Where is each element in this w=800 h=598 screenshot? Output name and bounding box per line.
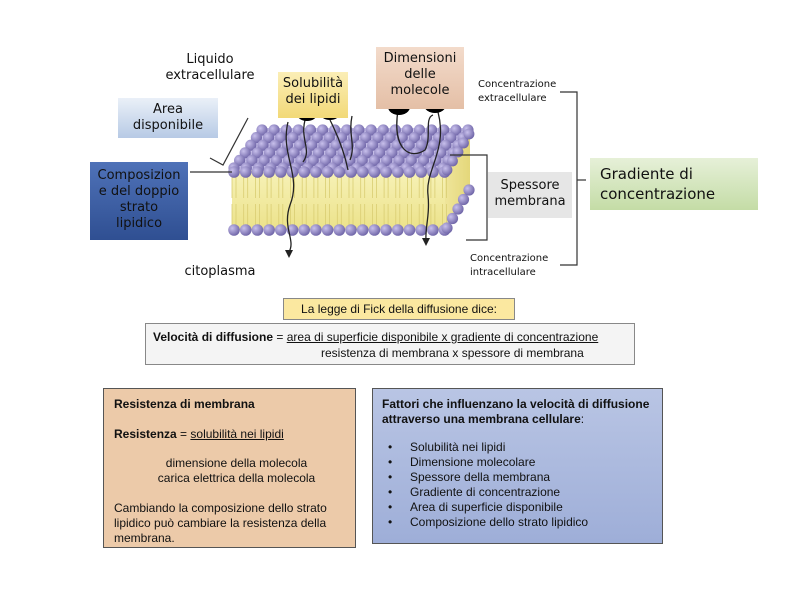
lipid-head <box>452 203 464 215</box>
resistance-term: Resistenza <box>114 427 177 441</box>
factor-item: Composizione dello strato lipidico <box>382 515 653 530</box>
molecule-path-6 <box>425 111 442 241</box>
available-area-label: Area disponibile <box>118 98 218 138</box>
lipid-head <box>228 166 240 178</box>
molecule-path-3 <box>329 119 349 171</box>
bilayer-front-face <box>232 170 445 230</box>
lipid-head <box>333 224 346 236</box>
lipid-head <box>321 166 334 178</box>
fick-equation: Velocità di diffusione = area di superfi… <box>145 323 635 365</box>
lipid-head <box>263 166 275 178</box>
lipid-head <box>275 224 287 236</box>
lipid-head <box>356 224 369 236</box>
arrowhead-1 <box>285 250 293 258</box>
factor-item: Spessore della membrana <box>382 470 653 485</box>
factors-box: Fattori che influenzano la velocità di d… <box>372 388 663 544</box>
lipid-head <box>463 184 475 196</box>
molecule-path-2 <box>302 119 308 163</box>
lipid-head <box>458 137 469 149</box>
lipid-head <box>275 166 287 178</box>
fick-equals: = <box>273 330 287 344</box>
lipid-head <box>356 166 369 178</box>
lipid-head <box>403 166 416 178</box>
factors-title: Fattori che influenzano la velocità di d… <box>382 397 650 426</box>
lipid-head <box>310 166 322 178</box>
thickness-bracket <box>450 154 488 241</box>
lipid-head <box>447 155 458 167</box>
factors-title-suffix: : <box>580 412 585 426</box>
fick-numerator: area di superficie disponibile x gradien… <box>286 330 599 344</box>
concentration-gradient-label: Gradiente di concentrazione <box>590 158 758 210</box>
fick-heading: La legge di Fick della diffusione dice: <box>283 298 515 320</box>
factors-list: Solubilità nei lipidi Dimensione molecol… <box>382 440 653 530</box>
lipid-head <box>380 166 392 178</box>
lipid-tails <box>231 177 448 225</box>
resistance-equals: = <box>176 427 191 441</box>
fick-denominator: resistenza di membrana x spessore di mem… <box>321 346 584 360</box>
resistance-title: Resistenza di membrana <box>114 397 255 411</box>
lipid-head <box>446 212 459 225</box>
bottom-lipid-heads <box>228 224 451 236</box>
resistance-numerator: solubilità nei lipidi <box>190 427 284 441</box>
lipid-head <box>298 224 311 236</box>
lipid-head <box>228 224 240 236</box>
lipid-head <box>415 224 428 236</box>
side-lipid-heads <box>441 128 475 234</box>
lipid-head <box>321 224 334 236</box>
gradient-bracket <box>560 91 578 266</box>
lipid-head <box>392 166 404 178</box>
lipid-head <box>415 166 428 178</box>
lipid-head <box>452 146 464 158</box>
factor-item: Gradiente di concentrazione <box>382 485 653 500</box>
membrane-thickness-label: Spessore membrana <box>488 172 572 218</box>
lipid-head <box>310 224 322 236</box>
lipid-head <box>427 224 439 236</box>
lipid-head <box>239 166 252 178</box>
intracellular-concentration-label: Concentrazione intracellulare <box>470 253 549 278</box>
lipid-head <box>251 166 264 178</box>
lipid-head <box>441 222 453 234</box>
molecule-path-5 <box>396 109 434 155</box>
resistance-box: Resistenza di membrana Resistenza = solu… <box>103 388 356 548</box>
bilayer-composition-label: Composizion e del doppio strato lipidico <box>90 162 188 240</box>
bilayer-side-face <box>445 128 470 230</box>
lipid-head <box>403 224 416 236</box>
arrowhead-2 <box>422 238 430 246</box>
lipid-head <box>263 224 275 236</box>
lipid-head <box>239 224 252 236</box>
front-top-lipid-heads <box>228 166 451 178</box>
lipid-head <box>298 166 311 178</box>
lipid-head <box>333 166 346 178</box>
resistance-denominator-2: carica elettrica della molecola <box>157 471 316 485</box>
molecule-path-4 <box>349 115 353 161</box>
fick-term: Velocità di diffusione <box>153 330 274 344</box>
area-bracket <box>209 117 249 166</box>
lipid-bilayer-illustration <box>190 91 586 266</box>
lipid-head <box>380 224 392 236</box>
extracellular-concentration-label: Concentrazione extracellulare <box>478 79 557 104</box>
molecule-size-label: Dimensioni delle molecole <box>376 47 464 109</box>
factor-item: Area di superficie disponibile <box>382 500 653 515</box>
molecule-path-1 <box>285 121 295 253</box>
resistance-note: Cambiando la composizione dello strato l… <box>114 501 327 545</box>
extracellular-fluid-label: Liquido extracellulare <box>165 52 255 83</box>
lipid-head <box>392 224 404 236</box>
lipid-head <box>441 164 453 176</box>
lipid-head <box>463 128 475 140</box>
factor-item: Solubilità nei lipidi <box>382 440 653 455</box>
lipid-head <box>457 193 470 206</box>
lipid-head <box>368 166 381 178</box>
lipid-solubility-label: Solubilità dei lipidi <box>278 72 348 118</box>
cytoplasm-label: citoplasma <box>184 264 256 279</box>
lipid-head <box>251 224 264 236</box>
resistance-denominator-1: dimensione della molecola <box>165 456 308 470</box>
lipid-head <box>345 224 357 236</box>
lipid-head <box>368 224 381 236</box>
factor-item: Dimensione molecolare <box>382 455 653 470</box>
